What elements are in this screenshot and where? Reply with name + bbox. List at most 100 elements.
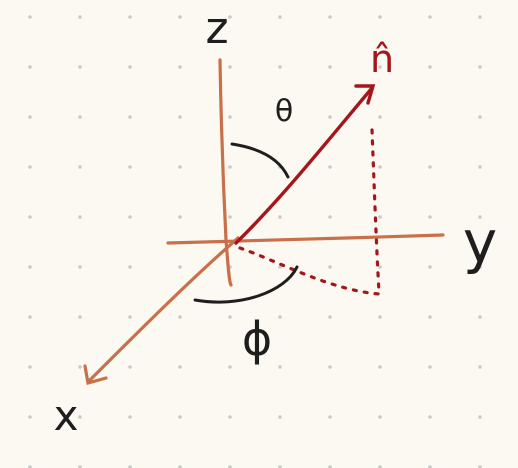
projection-lines: [238, 128, 381, 296]
grid-dot: [428, 365, 432, 369]
grid-dot: [478, 265, 482, 269]
grid-dot: [428, 65, 432, 69]
y-axis-line: [166, 233, 445, 245]
grid-dot: [178, 415, 182, 419]
grid-dot: [178, 365, 182, 369]
grid-dot: [278, 365, 282, 369]
grid-dot: [278, 315, 282, 319]
grid-dot: [28, 115, 32, 119]
grid-dot: [278, 15, 282, 19]
phi-label: ϕ: [242, 312, 272, 366]
grid-dot: [378, 115, 382, 119]
grid-dot: [328, 165, 332, 169]
grid-dot: [28, 315, 32, 319]
theta-arc: [230, 142, 290, 179]
axes: [83, 58, 445, 386]
grid-dot: [78, 265, 82, 269]
grid-dot: [478, 315, 482, 319]
grid-dot: [378, 165, 382, 169]
grid-dot: [128, 15, 132, 19]
grid-dot: [228, 165, 232, 169]
grid-dot: [428, 165, 432, 169]
grid-dot: [28, 215, 32, 219]
grid-dot: [28, 365, 32, 369]
grid-dot: [128, 115, 132, 119]
grid-dot: [28, 465, 32, 468]
grid-dot: [428, 215, 432, 219]
grid-dot: [228, 365, 232, 369]
grid-dot: [328, 15, 332, 19]
grid-dot: [228, 465, 232, 468]
grid-dot: [178, 115, 182, 119]
grid-dot: [178, 265, 182, 269]
grid-dot: [378, 365, 382, 369]
grid-dot: [178, 65, 182, 69]
grid-dot: [478, 365, 482, 369]
grid-dot: [328, 365, 332, 369]
grid-dot: [78, 115, 82, 119]
grid-dot: [428, 465, 432, 468]
grid-dot: [28, 265, 32, 269]
phi-arc: [193, 265, 299, 304]
grid-dot: [478, 65, 482, 69]
x-axis-arrowhead: [83, 364, 108, 386]
grid-dot: [278, 65, 282, 69]
grid-dot: [478, 215, 482, 219]
grid-dot: [78, 465, 82, 468]
grid-dot: [28, 15, 32, 19]
labels: z y x θ ϕ n̂: [54, 3, 498, 440]
grid-dot: [78, 415, 82, 419]
grid-dot: [328, 315, 332, 319]
grid-dot: [178, 465, 182, 468]
grid-dot: [478, 415, 482, 419]
planar-projection: [238, 246, 381, 296]
unit-vector-n: [234, 84, 376, 245]
vector-arrowhead: [354, 84, 376, 105]
grid-dot: [478, 465, 482, 468]
grid-dot: [278, 215, 282, 219]
vertical-projection: [370, 128, 381, 294]
grid-dot: [378, 265, 382, 269]
grid-dot: [178, 165, 182, 169]
grid-dot: [78, 365, 82, 369]
angle-arcs: [193, 142, 299, 304]
grid-dot: [128, 215, 132, 219]
grid-dot: [128, 465, 132, 468]
grid-dot: [78, 215, 82, 219]
grid-dot: [78, 65, 82, 69]
theta-label: θ: [275, 94, 293, 129]
grid-dot: [328, 115, 332, 119]
y-axis-label: y: [463, 208, 497, 276]
grid-dot: [428, 15, 432, 19]
grid-dot: [228, 15, 232, 19]
grid-dot: [228, 65, 232, 69]
grid-dot: [228, 115, 232, 119]
grid-dot: [428, 265, 432, 269]
grid-dot: [28, 415, 32, 419]
grid-dot: [378, 65, 382, 69]
grid-dot: [428, 115, 432, 119]
grid-dot: [28, 165, 32, 169]
grid-dot: [78, 15, 82, 19]
grid-dot: [178, 15, 182, 19]
grid-dot: [228, 315, 232, 319]
grid-dot: [328, 465, 332, 468]
grid-dot: [328, 265, 332, 269]
grid-dot: [128, 415, 132, 419]
grid-dot: [128, 65, 132, 69]
grid-dot: [128, 315, 132, 319]
grid-dot: [328, 415, 332, 419]
grid-dot: [228, 215, 232, 219]
dot-grid: [28, 15, 482, 468]
grid-dot: [128, 265, 132, 269]
grid-dot: [378, 315, 382, 319]
grid-dot: [378, 215, 382, 219]
x-axis-line: [86, 236, 240, 384]
x-axis-label: x: [54, 391, 79, 440]
grid-dot: [378, 465, 382, 468]
grid-dot: [328, 65, 332, 69]
grid-dot: [428, 315, 432, 319]
vector-label: n̂: [370, 37, 394, 81]
grid-dot: [78, 315, 82, 319]
